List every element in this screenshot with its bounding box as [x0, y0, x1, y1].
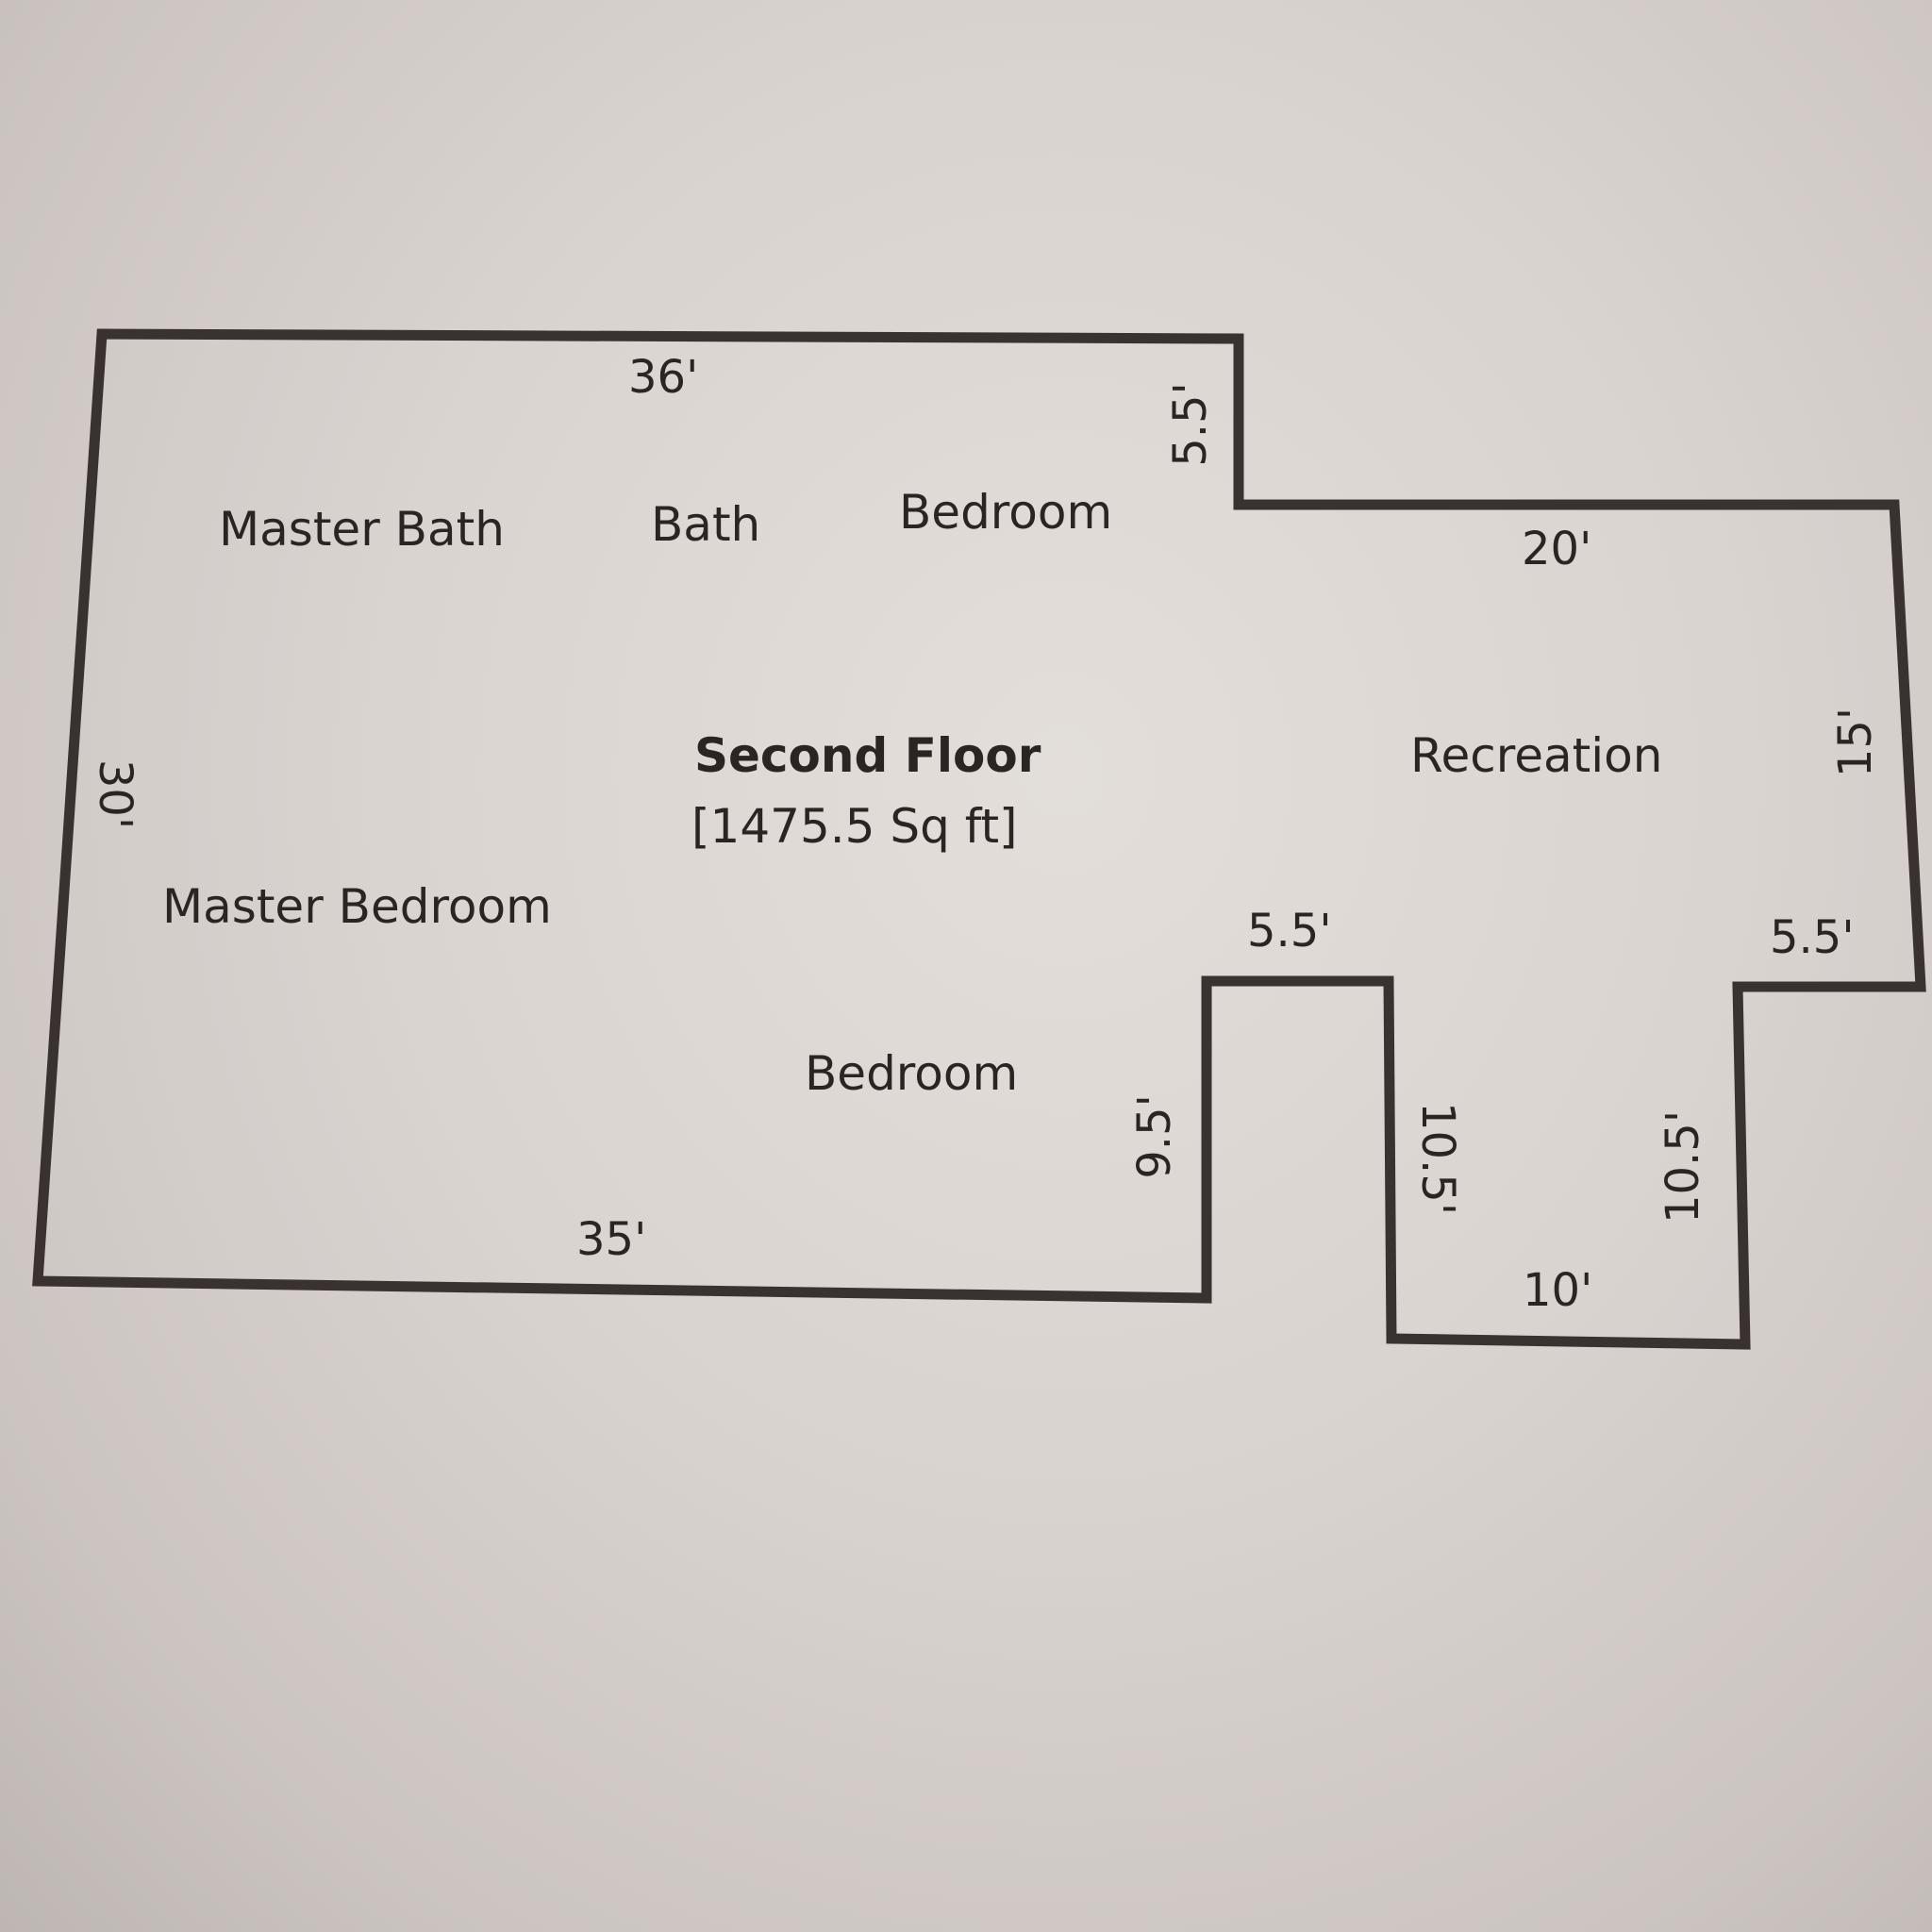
floor-area: [1475.5 Sq ft] — [691, 799, 1018, 854]
room-bedroom-top: Bedroom — [899, 485, 1112, 540]
dim-left-side: 30' — [89, 759, 142, 829]
dim-top: 36' — [628, 351, 698, 404]
dim-right-side: 15' — [1829, 708, 1882, 777]
dim-inner-right: 10.5' — [1657, 1110, 1709, 1224]
dim-right-upper: 20' — [1522, 523, 1591, 575]
floor-title: Second Floor — [694, 728, 1041, 783]
dim-inner-left: 10.5' — [1411, 1102, 1464, 1215]
room-bedroom-bottom: Bedroom — [805, 1046, 1018, 1101]
room-master-bath: Master Bath — [219, 502, 505, 557]
dim-bottom: 35' — [576, 1213, 646, 1266]
room-bath: Bath — [651, 497, 760, 552]
dim-notch-bottom: 10' — [1523, 1264, 1592, 1317]
floor-outline — [32, 328, 1926, 1350]
room-recreation: Recreation — [1410, 728, 1662, 783]
room-master-bedroom: Master Bedroom — [162, 879, 552, 934]
dim-notch-top: 5.5' — [1247, 905, 1332, 958]
dim-top-right-notch: 5.5' — [1164, 382, 1217, 467]
dim-right-step: 5.5' — [1770, 911, 1855, 964]
dim-bottom-notch-left: 9.5' — [1128, 1094, 1181, 1179]
